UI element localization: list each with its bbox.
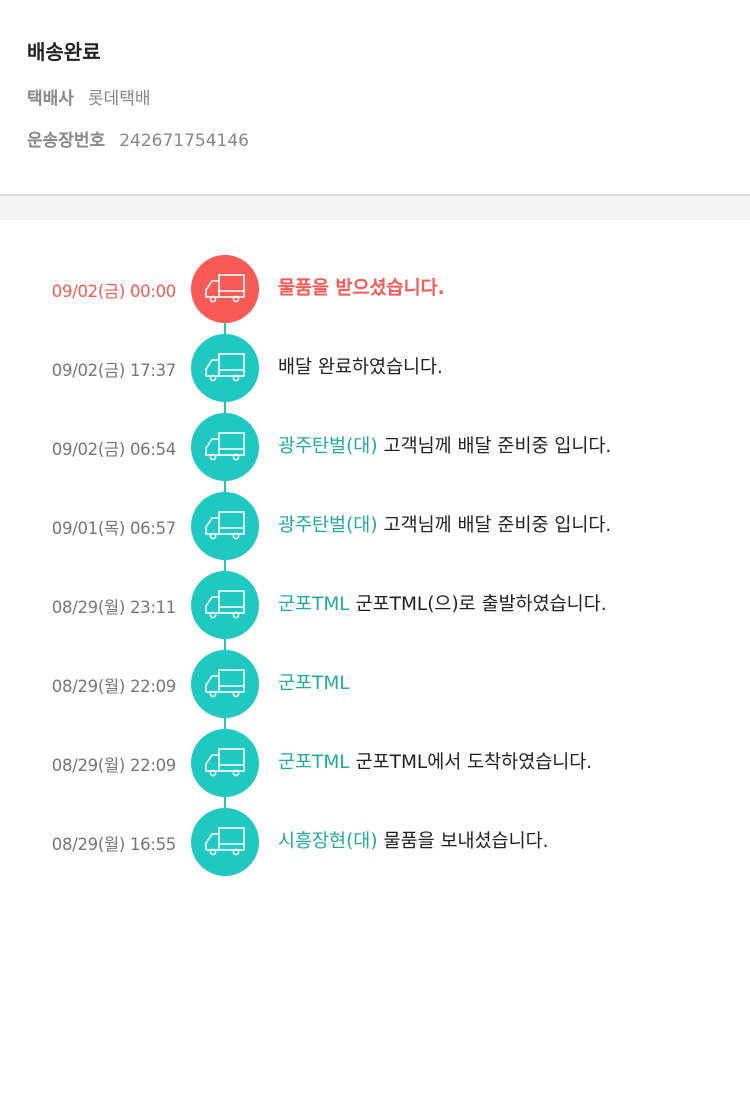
truck-icon xyxy=(205,432,245,461)
event-text: 군포TML(으)로 출발하였습니다. xyxy=(355,594,607,615)
timeline-item: 08/29(월) 16:55 시흥장현(대)물품을 보내셨습니다. xyxy=(0,808,750,887)
timeline-item: 08/29(월) 22:09 군포TML xyxy=(0,650,750,729)
timeline-item: 09/01(목) 06:57 광주탄벌(대)고객님께 배달 준비중 입니다. xyxy=(0,492,750,571)
delivery-summary: 배송완료 택배사 롯데택배 운송장번호 242671754146 xyxy=(0,0,750,196)
event-location: 광주탄벌(대) xyxy=(278,515,378,536)
timeline-item: 09/02(금) 00:00 물품을 받으셨습니다. xyxy=(0,255,750,334)
event-time: 08/29(월) 22:09 xyxy=(51,677,177,696)
event-time: 08/29(월) 16:55 xyxy=(51,835,177,854)
truck-icon xyxy=(205,669,245,698)
courier-value: 롯데택배 xyxy=(87,89,151,109)
event-marker xyxy=(191,808,259,876)
event-time: 08/29(월) 23:11 xyxy=(51,598,177,617)
event-time: 09/02(금) 17:37 xyxy=(51,361,177,380)
event-text: 군포TML에서 도착하였습니다. xyxy=(355,752,593,773)
delivery-status-title: 배송완료 xyxy=(27,40,101,64)
tracking-number: 242671754146 xyxy=(119,131,249,151)
event-text: 고객님께 배달 준비중 입니다. xyxy=(383,515,612,536)
section-divider xyxy=(0,196,750,220)
event-text: 물품을 받으셨습니다. xyxy=(278,278,445,299)
event-text: 고객님께 배달 준비중 입니다. xyxy=(383,436,612,457)
courier-row: 택배사 롯데택배 xyxy=(27,84,723,112)
event-location: 광주탄벌(대) xyxy=(278,436,378,457)
truck-icon xyxy=(205,827,245,856)
event-location: 군포TML xyxy=(278,752,350,773)
event-marker xyxy=(191,413,259,481)
event-message: 군포TML xyxy=(278,650,708,729)
tracking-label: 운송장번호 xyxy=(27,131,106,151)
event-location: 시흥장현(대) xyxy=(278,831,378,852)
timeline-item: 09/02(금) 17:37 배달 완료하였습니다. xyxy=(0,334,750,413)
event-marker xyxy=(191,334,259,402)
event-marker xyxy=(191,729,259,797)
event-location: 군포TML xyxy=(278,673,350,694)
event-time: 09/02(금) 00:00 xyxy=(51,282,177,301)
event-time: 09/02(금) 06:54 xyxy=(51,440,177,459)
event-message: 물품을 받으셨습니다. xyxy=(278,255,708,334)
event-message: 광주탄벌(대)고객님께 배달 준비중 입니다. xyxy=(278,492,708,571)
event-marker xyxy=(191,255,259,323)
truck-icon xyxy=(205,274,245,303)
event-message: 시흥장현(대)물품을 보내셨습니다. xyxy=(278,808,708,887)
event-message: 배달 완료하였습니다. xyxy=(278,334,708,413)
event-time: 09/01(목) 06:57 xyxy=(51,519,177,538)
event-text: 물품을 보내셨습니다. xyxy=(383,831,549,852)
truck-icon xyxy=(205,511,245,540)
truck-icon xyxy=(205,748,245,777)
tracking-row: 운송장번호 242671754146 xyxy=(27,126,723,154)
courier-label: 택배사 xyxy=(27,89,74,109)
event-marker xyxy=(191,571,259,639)
event-time: 08/29(월) 22:09 xyxy=(51,756,177,775)
truck-icon xyxy=(205,353,245,382)
tracking-timeline: 09/02(금) 00:00 물품을 받으셨습니다. 09/02(금) 17:3… xyxy=(0,220,750,887)
timeline-line xyxy=(224,289,226,842)
event-marker xyxy=(191,492,259,560)
event-marker xyxy=(191,650,259,718)
event-location: 군포TML xyxy=(278,594,350,615)
timeline-item: 09/02(금) 06:54 광주탄벌(대)고객님께 배달 준비중 입니다. xyxy=(0,413,750,492)
event-message: 광주탄벌(대)고객님께 배달 준비중 입니다. xyxy=(278,413,708,492)
truck-icon xyxy=(205,590,245,619)
event-text: 배달 완료하였습니다. xyxy=(278,357,443,378)
